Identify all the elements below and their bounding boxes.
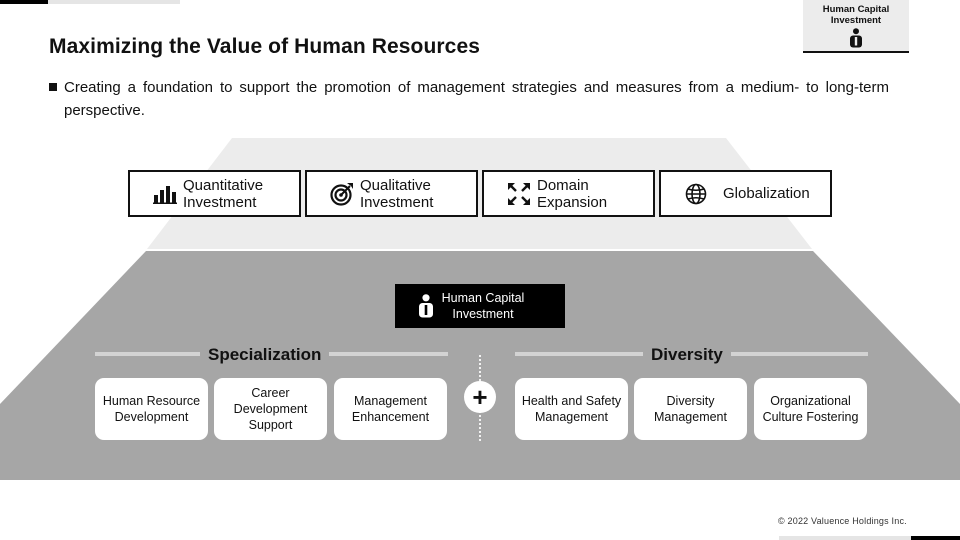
core-label: Human Capital Investment — [441, 291, 525, 321]
target-icon — [329, 181, 355, 207]
bottom-accent-bar — [911, 536, 960, 540]
expand-arrows-icon — [506, 181, 532, 207]
card-organizational-culture-fostering: Organizational Culture Fostering — [754, 378, 867, 440]
card-health-and-safety-management: Health and Safety Management — [515, 378, 628, 440]
pillar-label: Quantitative Investment — [183, 176, 264, 211]
section-tag-label: Human Capital Investment — [822, 4, 890, 26]
diversity-title: Diversity — [643, 345, 731, 365]
top-left-accent-bar — [0, 0, 48, 4]
pillar-label: Qualitative Investment — [360, 176, 434, 211]
card-human-resource-development: Human Resource Development — [95, 378, 208, 440]
card-career-development-support: Career Development Support — [214, 378, 327, 440]
core-human-capital-investment: Human Capital Investment — [395, 284, 565, 328]
page-title: Maximizing the Value of Human Resources — [49, 35, 481, 58]
section-tag: Human Capital Investment — [803, 0, 909, 53]
pillar-label: Domain Expansion — [537, 176, 608, 211]
person-icon — [418, 294, 433, 318]
top-left-gray-bar — [48, 0, 180, 4]
globe-icon — [683, 181, 709, 207]
card-management-enhancement: Management Enhancement — [334, 378, 447, 440]
card-diversity-management: Diversity Management — [634, 378, 747, 440]
person-icon — [850, 28, 862, 48]
specialization-title: Specialization — [200, 345, 330, 365]
pillar-globalization: Globalization — [659, 170, 832, 217]
plus-icon: + — [464, 381, 496, 413]
pillar-quantitative-investment: Quantitative Investment — [128, 170, 301, 217]
bullet-square-icon — [49, 83, 57, 91]
bar-chart-icon — [152, 181, 178, 207]
intro-bullet-text: Creating a foundation to support the pro… — [64, 79, 889, 119]
pillar-domain-expansion: Domain Expansion — [482, 170, 655, 217]
pillar-qualitative-investment: Qualitative Investment — [305, 170, 478, 217]
pyramid-upper-tier — [147, 138, 812, 249]
bottom-gray-bar — [779, 536, 911, 540]
pillar-label: Globalization — [723, 185, 810, 202]
copyright-text: © 2022 Valuence Holdings Inc. — [778, 516, 907, 526]
intro-bullet: Creating a foundation to support the pro… — [49, 76, 889, 122]
